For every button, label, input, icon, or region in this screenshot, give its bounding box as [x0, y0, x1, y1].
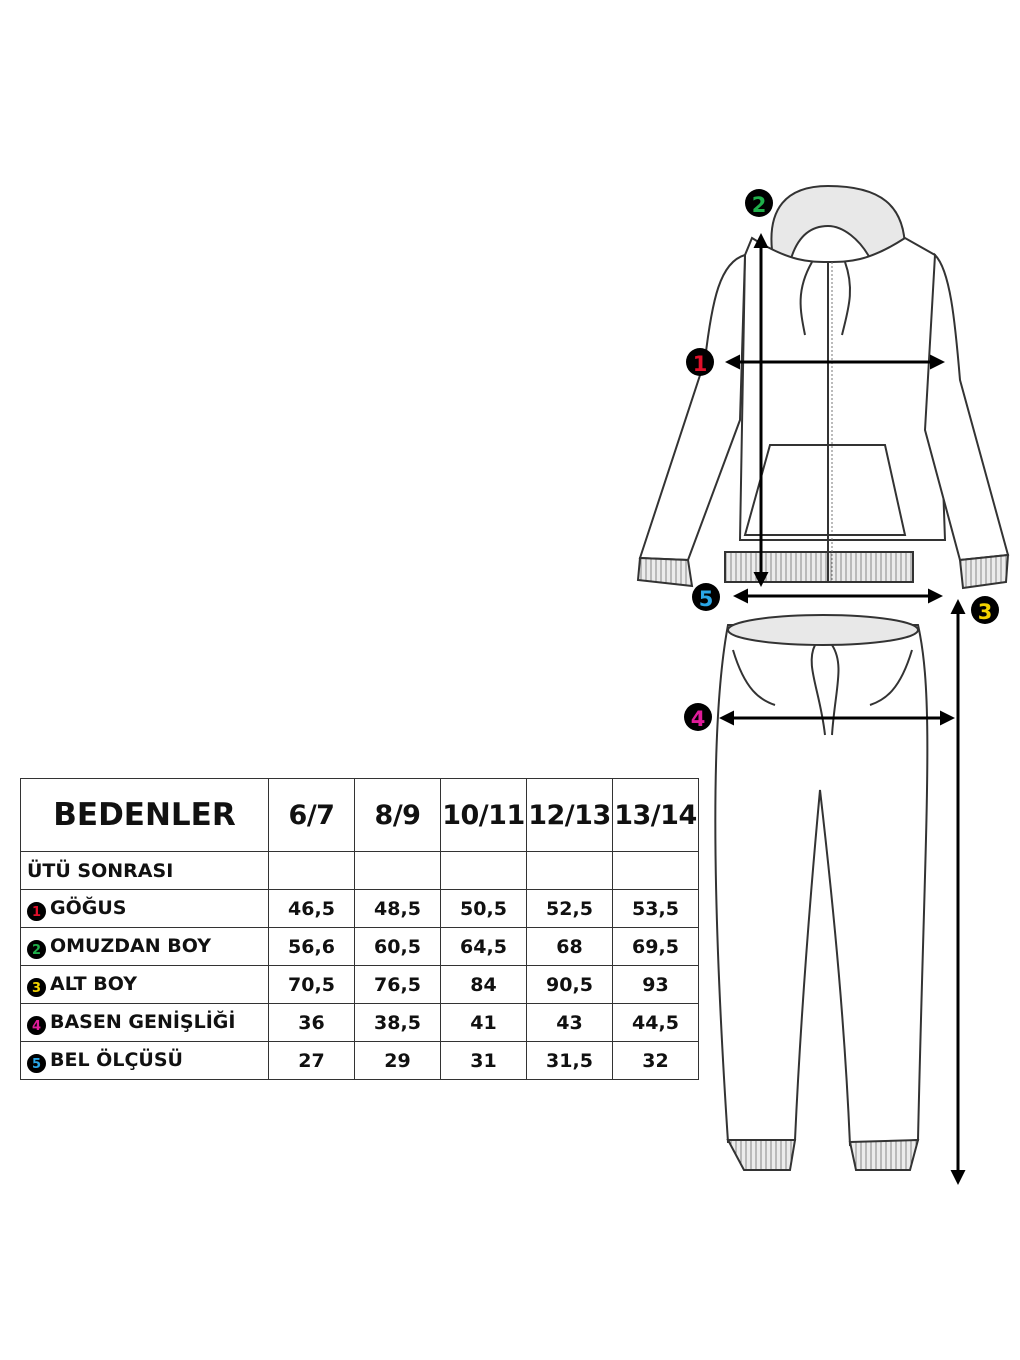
table-cell: 27	[268, 1041, 355, 1080]
marker-3-circle	[971, 596, 999, 624]
pants-waistband	[727, 614, 919, 646]
table-cell	[440, 851, 527, 890]
table-cell	[354, 851, 441, 890]
pants-left-cuff	[726, 1139, 797, 1171]
row-label-text: BEL ÖLÇÜSÜ	[50, 1048, 183, 1071]
table-cell: 52,5	[526, 889, 613, 928]
hood	[770, 184, 907, 264]
marker-1-number: 1	[693, 352, 708, 376]
header-size: 8/9	[354, 778, 441, 852]
table-cell: 69,5	[612, 927, 699, 966]
table-cell: 48,5	[354, 889, 441, 928]
row-label-text: BASEN GENİŞLİĞİ	[50, 1010, 236, 1033]
table-cell: 50,5	[440, 889, 527, 928]
table-cell: 53,5	[612, 889, 699, 928]
table-cell: 60,5	[354, 927, 441, 966]
hoodie-pocket	[743, 444, 907, 536]
marker-2-circle	[745, 189, 773, 217]
size-chart-table: BEDENLER 6/7 8/9 10/11 12/13 13/14 ÜTÜ S…	[20, 778, 699, 1080]
table-cell: 68	[526, 927, 613, 966]
table-cell: 43	[526, 1003, 613, 1042]
table-subheader-row: ÜTÜ SONRASI	[20, 851, 699, 890]
table-cell: 56,6	[268, 927, 355, 966]
marker-2-number: 2	[752, 193, 767, 217]
marker-4-number: 4	[691, 707, 706, 731]
marker-3: 3	[971, 596, 999, 624]
table-cell: 90,5	[526, 965, 613, 1004]
table-cell: 44,5	[612, 1003, 699, 1042]
row-number-badge: 1	[27, 901, 46, 921]
header-size: 6/7	[268, 778, 355, 852]
table-cell: 93	[612, 965, 699, 1004]
pants-illustration	[714, 614, 929, 1171]
hoodie-illustration	[636, 184, 1010, 590]
table-cell: 32	[612, 1041, 699, 1080]
marker-4-circle	[684, 703, 712, 731]
pants-right-cuff	[848, 1138, 920, 1171]
hoodie-right-cuff	[958, 553, 1010, 590]
table-header-row: BEDENLER 6/7 8/9 10/11 12/13 13/14	[20, 778, 699, 852]
marker-5: 5	[692, 583, 720, 611]
header-size: 10/11	[440, 778, 527, 852]
hoodie-drawstring-left	[799, 261, 813, 336]
pants-body	[714, 624, 929, 1147]
table-cell: 76,5	[354, 965, 441, 1004]
hoodie-body	[738, 236, 947, 541]
table-cell: 38,5	[354, 1003, 441, 1042]
marker-5-number: 5	[699, 587, 714, 611]
table-cell: 29	[354, 1041, 441, 1080]
marker-3-number: 3	[978, 600, 993, 624]
table-cell: 36	[268, 1003, 355, 1042]
row-label-text: OMUZDAN BOY	[50, 934, 211, 957]
table-cell	[612, 851, 699, 890]
pants-right-pocket	[869, 649, 913, 706]
row-number-badge: 4	[27, 1015, 46, 1035]
table-cell: 46,5	[268, 889, 355, 928]
hoodie-left-sleeve	[638, 253, 747, 562]
hoodie-waistband	[724, 551, 914, 583]
hoodie-drawstring-right	[841, 261, 851, 336]
row-label-text: GÖĞUS	[50, 896, 127, 919]
marker-5-circle	[692, 583, 720, 611]
measurement-arrows	[719, 233, 966, 1185]
table-cell: 70,5	[268, 965, 355, 1004]
header-size: 13/14	[612, 778, 699, 852]
row-number-badge: 2	[27, 939, 46, 959]
table-cell: 41	[440, 1003, 527, 1042]
row-number-badge: 3	[27, 977, 46, 997]
subheader-label: ÜTÜ SONRASI	[20, 851, 269, 890]
marker-4: 4	[684, 703, 712, 731]
table-cell: 84	[440, 965, 527, 1004]
table-cell: 31	[440, 1041, 527, 1080]
marker-2: 2	[745, 189, 773, 217]
row-number-badge: 5	[27, 1053, 46, 1073]
marker-1-circle	[686, 348, 714, 376]
table-cell: 64,5	[440, 927, 527, 966]
marker-1: 1	[686, 348, 714, 376]
table-cell: 31,5	[526, 1041, 613, 1080]
table-cell	[268, 851, 355, 890]
table-cell	[526, 851, 613, 890]
header-sizes-label: BEDENLER	[20, 778, 269, 852]
row-label-text: ALT BOY	[50, 972, 137, 995]
pants-left-pocket	[732, 649, 776, 706]
header-size: 12/13	[526, 778, 613, 852]
hoodie-left-cuff	[636, 556, 694, 588]
